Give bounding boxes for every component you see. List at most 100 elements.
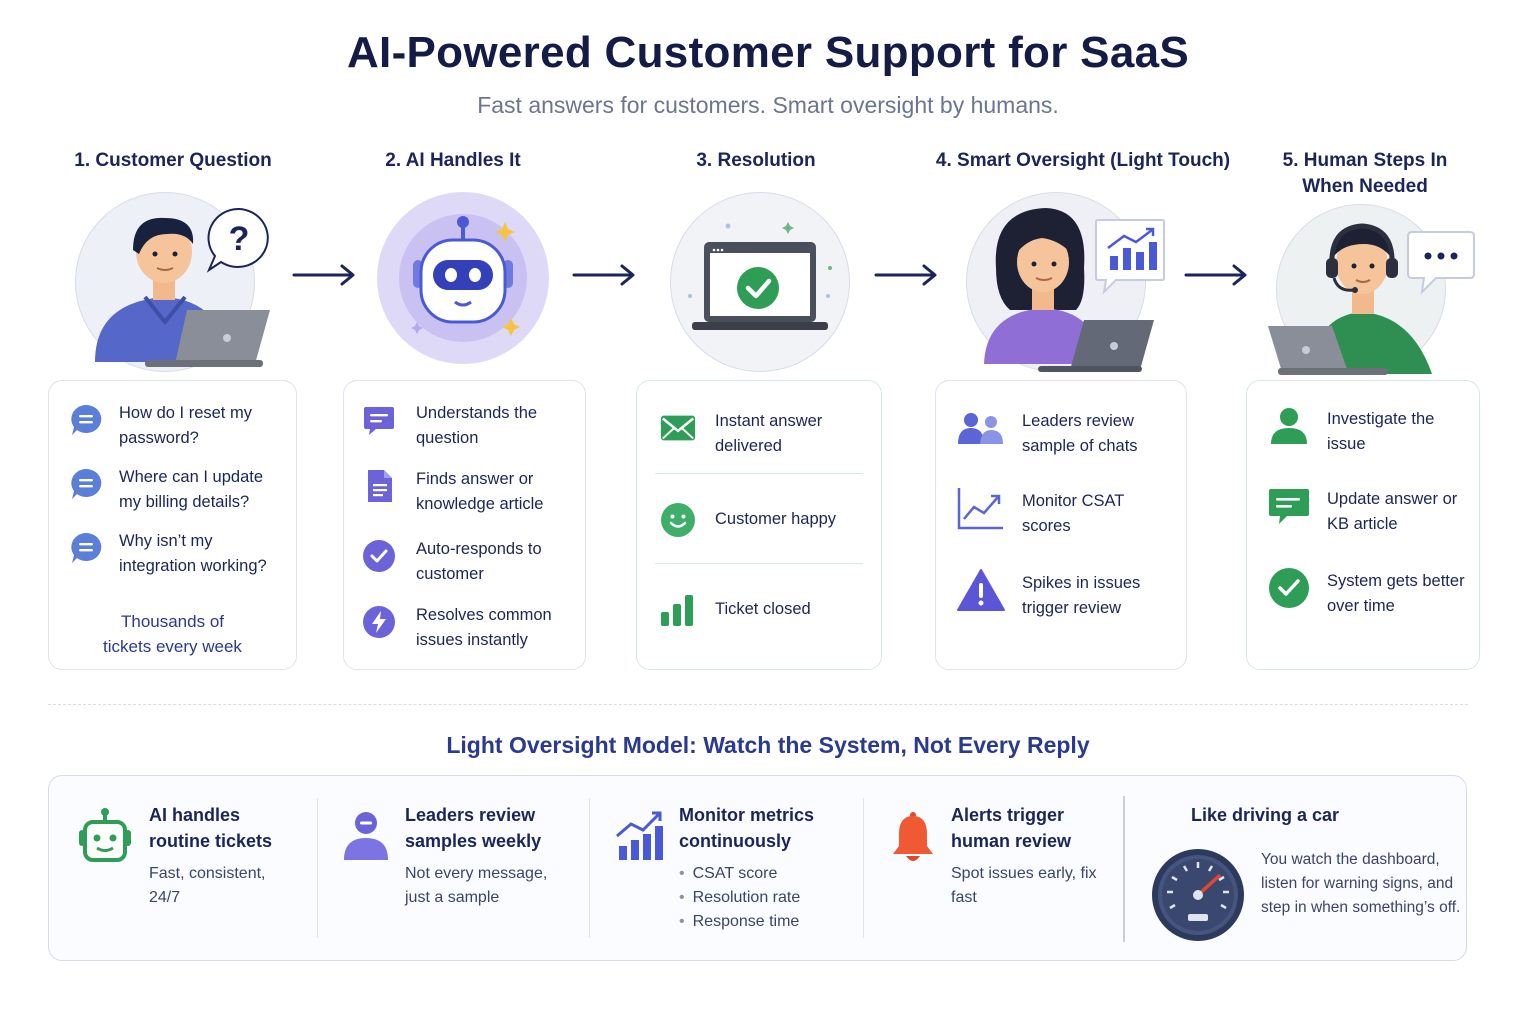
people-icon	[956, 409, 1006, 447]
list-item: Understands the question	[360, 401, 585, 451]
robot-icon	[411, 216, 520, 336]
step-1-card: How do I reset my password? Where can I …	[48, 380, 297, 670]
customer-icon	[95, 217, 270, 367]
message-icon	[360, 401, 398, 439]
column-separator	[589, 798, 590, 938]
resolution-text: Customer happy	[715, 510, 837, 528]
analogy-body: You watch the dashboard, listen for warn…	[1261, 851, 1461, 916]
column-separator	[317, 798, 318, 938]
analogy-heading: Like driving a car	[1191, 805, 1340, 825]
question-text: Where can I update my billing details?	[119, 468, 264, 511]
ai-step-text: Resolves common issues instantly	[416, 606, 552, 649]
chat-bubble-icon	[67, 465, 105, 503]
document-icon	[360, 467, 398, 505]
model-title: Light Oversight Model: Watch the System,…	[446, 732, 1090, 758]
svg-text:?: ?	[229, 220, 250, 258]
list-item: Why isn’t my integration working?	[67, 529, 296, 579]
metric-item: Resolution rate	[679, 886, 849, 910]
step-3-card: Instant answer delivered Customer happy …	[636, 380, 882, 670]
column-separator	[863, 798, 864, 938]
step-4-title: 4. Smart Oversight (Light Touch)	[935, 150, 1231, 171]
metrics-list: CSAT score Resolution rate Response time	[679, 862, 849, 934]
list-item: Finds answer or knowledge article	[360, 467, 585, 517]
user-icon	[1267, 407, 1311, 445]
arrow-right-icon	[292, 264, 355, 286]
bell-icon	[893, 812, 933, 861]
model-body: Not every message, just a sample	[405, 865, 548, 906]
metric-item: Response time	[679, 910, 849, 934]
list-item: Monitor CSAT scores	[956, 488, 1186, 539]
oversight-text: Monitor CSAT scores	[1022, 492, 1125, 535]
ai-step-text: Understands the question	[416, 404, 538, 447]
list-item: Customer happy	[659, 501, 881, 539]
step-2-card: Understands the question Finds answer or…	[343, 380, 586, 670]
page-subtitle: Fast answers for customers. Smart oversi…	[477, 92, 1059, 118]
model-heading: Leaders review samples weekly	[405, 805, 542, 851]
model-column-ai: AI handles routine tickets Fast, consist…	[49, 776, 317, 960]
speedometer-icon	[1152, 849, 1244, 941]
oversight-text: Leaders review sample of chats	[1022, 412, 1138, 455]
model-heading: Alerts trigger human review	[951, 805, 1072, 851]
step-2-title: 2. AI Handles It	[385, 150, 521, 171]
list-item: How do I reset my password?	[67, 401, 296, 451]
arrow-right-icon	[572, 264, 635, 286]
ai-step-text: Finds answer or knowledge article	[416, 470, 544, 513]
question-text: Why isn’t my integration working?	[119, 532, 267, 575]
step-5-title: 5. Human Steps In When Needed	[1282, 150, 1448, 197]
metric-item: CSAT score	[679, 862, 849, 886]
lightning-icon	[360, 603, 398, 641]
list-item: Instant answer delivered	[659, 409, 881, 459]
human-step-text: Update answer or KB article	[1327, 490, 1458, 533]
model-column-metrics: Monitor metrics continuously CSAT score …	[589, 776, 863, 960]
model-heading: AI handles routine tickets	[149, 805, 273, 851]
message-edit-icon	[1267, 487, 1311, 525]
divider	[655, 473, 863, 474]
oversight-text: Spikes in issues trigger review	[1022, 574, 1141, 617]
step-5-card: Investigate the issue Update answer or K…	[1246, 380, 1480, 670]
human-step-text: System gets better over time	[1327, 572, 1465, 615]
model-body: Spot issues early, fix fast	[951, 865, 1097, 906]
typing-bubble-icon	[1407, 231, 1475, 295]
bar-chart-icon	[659, 591, 697, 629]
list-item: Where can I update my billing details?	[67, 465, 296, 515]
human-step-text: Investigate the issue	[1327, 410, 1435, 453]
section-divider	[48, 704, 1468, 705]
chat-bubble-icon	[67, 529, 105, 567]
question-text: How do I reset my password?	[119, 404, 252, 447]
arrow-right-icon	[1184, 264, 1247, 286]
step-4-card: Leaders review sample of chats Monitor C…	[935, 380, 1187, 670]
page-title: AI-Powered Customer Support for SaaS	[346, 28, 1190, 77]
laptop-check-icon	[688, 222, 832, 330]
model-column-alerts: Alerts trigger human review Spot issues …	[863, 776, 1123, 960]
line-chart-icon	[956, 488, 1006, 530]
metrics-chart-icon	[616, 811, 663, 860]
leader-icon	[984, 208, 1154, 372]
smiley-icon	[659, 501, 697, 539]
model-column-analogy: Like driving a car You watch the dashboa…	[1125, 776, 1468, 960]
list-item: Spikes in issues trigger review	[956, 569, 1186, 621]
check-circle-icon	[360, 537, 398, 575]
resolution-text: Ticket closed	[715, 600, 811, 618]
model-heading: Monitor metrics continuously	[679, 805, 815, 851]
list-item: Investigate the issue	[1267, 407, 1479, 457]
resolution-text: Instant answer delivered	[715, 412, 823, 455]
reviewer-icon	[344, 812, 388, 860]
arrow-right-icon	[874, 264, 937, 286]
model-body: Fast, consistent, 24/7	[149, 865, 266, 906]
check-circle-icon	[1267, 568, 1311, 608]
ai-step-text: Auto-responds to customer	[416, 540, 542, 583]
chat-bubble-icon	[67, 401, 105, 439]
divider	[655, 563, 863, 564]
list-item: System gets better over time	[1267, 568, 1479, 619]
step-1-title: 1. Customer Question	[74, 150, 272, 171]
ticket-volume-note: Thousands of tickets every week	[103, 612, 242, 656]
list-item: Auto-responds to customer	[360, 537, 585, 587]
list-item: Update answer or KB article	[1267, 487, 1479, 537]
list-item: Leaders review sample of chats	[956, 409, 1186, 459]
model-column-review: Leaders review samples weekly Not every …	[317, 776, 589, 960]
mail-icon	[659, 409, 697, 447]
column-separator	[1123, 796, 1125, 942]
robot-icon	[79, 808, 131, 862]
question-bubble-icon: ?	[206, 207, 269, 273]
list-item: Ticket closed	[659, 591, 881, 629]
